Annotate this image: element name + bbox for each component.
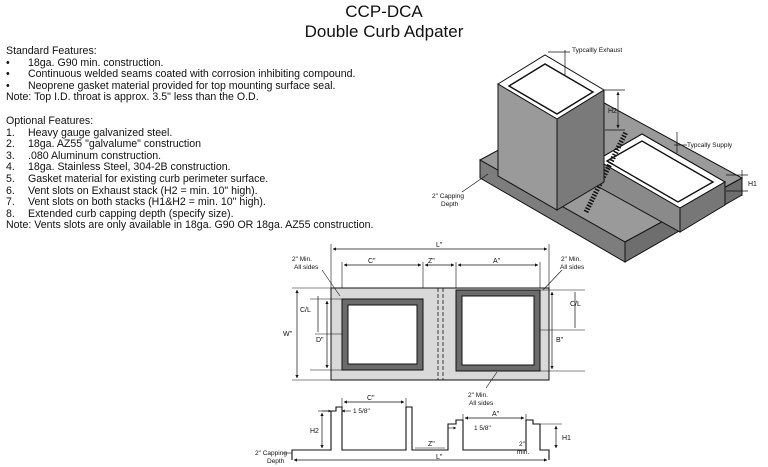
plan-min-bottom-2: All sides (469, 400, 494, 407)
section-flange-left-label: 1 5/8" (353, 408, 370, 415)
optional-features-list: 1.Heavy gauge galvanized steel. 2.18ga. … (6, 126, 376, 221)
section-C-label: C" (367, 395, 375, 402)
plan-C-label: C" (368, 258, 376, 265)
optional-feature-item: 3..080 Aluminum construction. (6, 149, 162, 162)
plan-min-left-1: 2" Min. (292, 256, 312, 263)
standard-features-heading: Standard Features: (6, 45, 97, 57)
optional-feature-item: 1.Heavy gauge galvanized steel. (6, 126, 173, 139)
plan-min-bottom-1: 2" Min. (468, 392, 488, 399)
section-A-label: A" (492, 411, 500, 418)
iso-capping-label-2: Depth (441, 201, 459, 208)
section-flange-right-label: 1 5/8" (474, 425, 491, 432)
features-text: Standard Features: •18ga. G90 min. const… (6, 45, 376, 232)
h1-label: H1 (748, 181, 757, 188)
plan-CL-right-label: C/L (570, 301, 581, 308)
standard-features-list: •18ga. G90 min. construction. •Continuou… (6, 56, 376, 93)
section-L-label: L" (436, 454, 443, 461)
subtitle: Double Curb Adpater (304, 22, 464, 41)
exhaust-label: Typcallly Exhaust (572, 47, 622, 54)
plan-min-right-2: All sides (560, 264, 585, 271)
plan-D-label: D" (316, 337, 324, 344)
plan-A-label: A" (493, 258, 501, 265)
exhaust-stack-opening (507, 63, 595, 115)
optional-feature-item: 2.18ga. AZ55 "galvalume" construction (6, 138, 202, 151)
supply-duct-front (679, 181, 726, 233)
plan-CL-left-label: C/L (300, 307, 311, 314)
exhaust-stack-front (556, 89, 605, 211)
plan-Z-label: Z" (428, 258, 435, 265)
section-Z-label: Z" (428, 441, 435, 448)
supply-duct-opening (605, 140, 715, 203)
standard-feature-item: •Continuous welded seams coated with cor… (6, 68, 356, 81)
section-profile (291, 406, 550, 460)
section-capping-label-1: 2" Capping (255, 450, 287, 457)
isometric-view: Typcallly Exhaust H2 Typcally Supply H1 … (432, 47, 757, 263)
plan-B-label: B" (556, 337, 564, 344)
section-H2-label: H2 (310, 428, 319, 435)
optional-feature-item: 6.Vent slots on Exhaust stack (H2 = min.… (6, 184, 258, 197)
title: CCP-DCA (345, 2, 423, 21)
optional-feature-item: 8.Extended curb capping depth (specify s… (6, 207, 234, 220)
section-view: C" 1 5/8" H2 A" 1 5/8" Z" H1 2" min. L" … (255, 395, 571, 465)
plan-L-label: L" (436, 242, 443, 249)
section-min-2: min. (517, 449, 529, 456)
supply-label: Typcally Supply (687, 142, 733, 149)
section-H1-label: H1 (562, 435, 571, 442)
optional-features-note: Note: Vents slots are only available in … (6, 219, 374, 232)
plan-left-curb-inner (347, 304, 418, 365)
optional-feature-item: 7.Vent slots on both stacks (H1&H2 = min… (6, 196, 266, 209)
optional-feature-item: 5.Gasket material for existing curb peri… (6, 172, 269, 185)
optional-features-heading: Optional Features: (6, 114, 94, 127)
section-min-1: 2" (519, 441, 526, 448)
plan-view: L" C" Z" A" W" C/L D" (283, 242, 585, 407)
plan-min-left-2: All sides (294, 264, 319, 271)
standard-features-note: Note: Top I.D. throat is approx. 3.5" le… (6, 91, 259, 104)
optional-feature-item: 4.18ga. Stainless Steel, 304-2B construc… (6, 161, 231, 174)
standard-feature-item: •Neoprene gasket material provided for t… (6, 79, 336, 92)
plan-right-curb-inner (461, 295, 535, 366)
plan-W-label: W" (283, 331, 293, 338)
h2-label: H2 (608, 108, 617, 115)
plan-min-right-1: 2" Min. (561, 256, 581, 263)
iso-capping-label-1: 2" Capping (432, 193, 464, 200)
section-capping-label-2: Depth (267, 458, 285, 465)
standard-feature-item: •18ga. G90 min. construction. (6, 56, 164, 69)
